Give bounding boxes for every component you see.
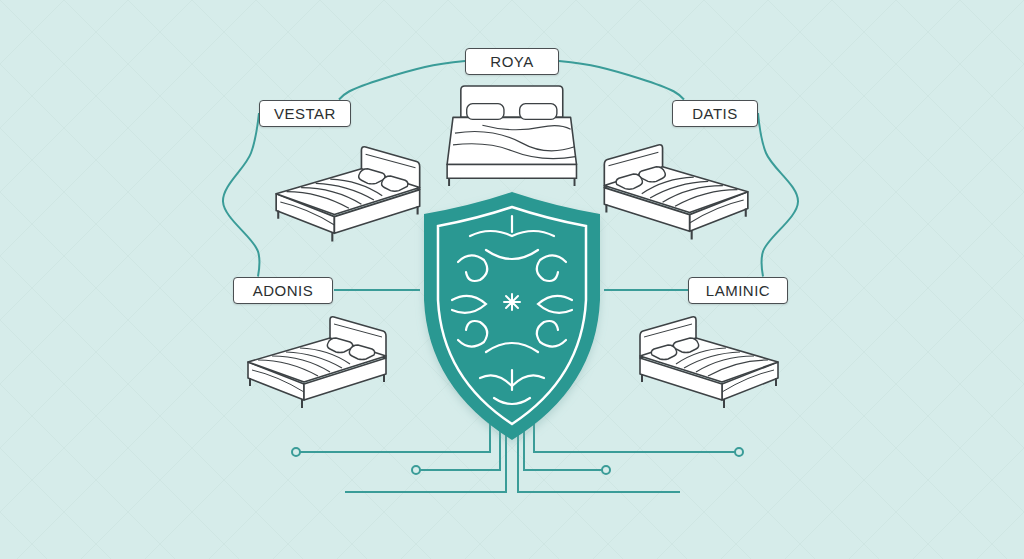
label-text: DATIS bbox=[692, 106, 738, 121]
circuit-terminals bbox=[292, 448, 743, 474]
bed-illustration bbox=[248, 317, 386, 408]
label-text: VESTAR bbox=[274, 106, 336, 121]
shield-link bbox=[604, 289, 689, 291]
label-box: VESTAR bbox=[259, 100, 351, 127]
shield-link bbox=[334, 289, 420, 291]
label-box: ADONIS bbox=[233, 277, 333, 304]
bed-illustration bbox=[276, 147, 420, 242]
bed-illustration bbox=[447, 86, 576, 186]
bed-illustration bbox=[604, 145, 748, 240]
label-box: DATIS bbox=[672, 100, 758, 127]
label-text: ADONIS bbox=[253, 283, 314, 298]
label-text: ROYA bbox=[490, 54, 533, 69]
label-box: LAMINIC bbox=[688, 277, 788, 304]
label-text: LAMINIC bbox=[706, 283, 770, 298]
arc-connector bbox=[758, 113, 798, 277]
bed-illustration bbox=[640, 317, 778, 408]
label-box: ROYA bbox=[465, 48, 559, 75]
arc-connector bbox=[559, 61, 684, 100]
arc-connector bbox=[339, 61, 465, 100]
shield-emblem bbox=[424, 192, 600, 440]
arc-connector bbox=[223, 113, 259, 277]
